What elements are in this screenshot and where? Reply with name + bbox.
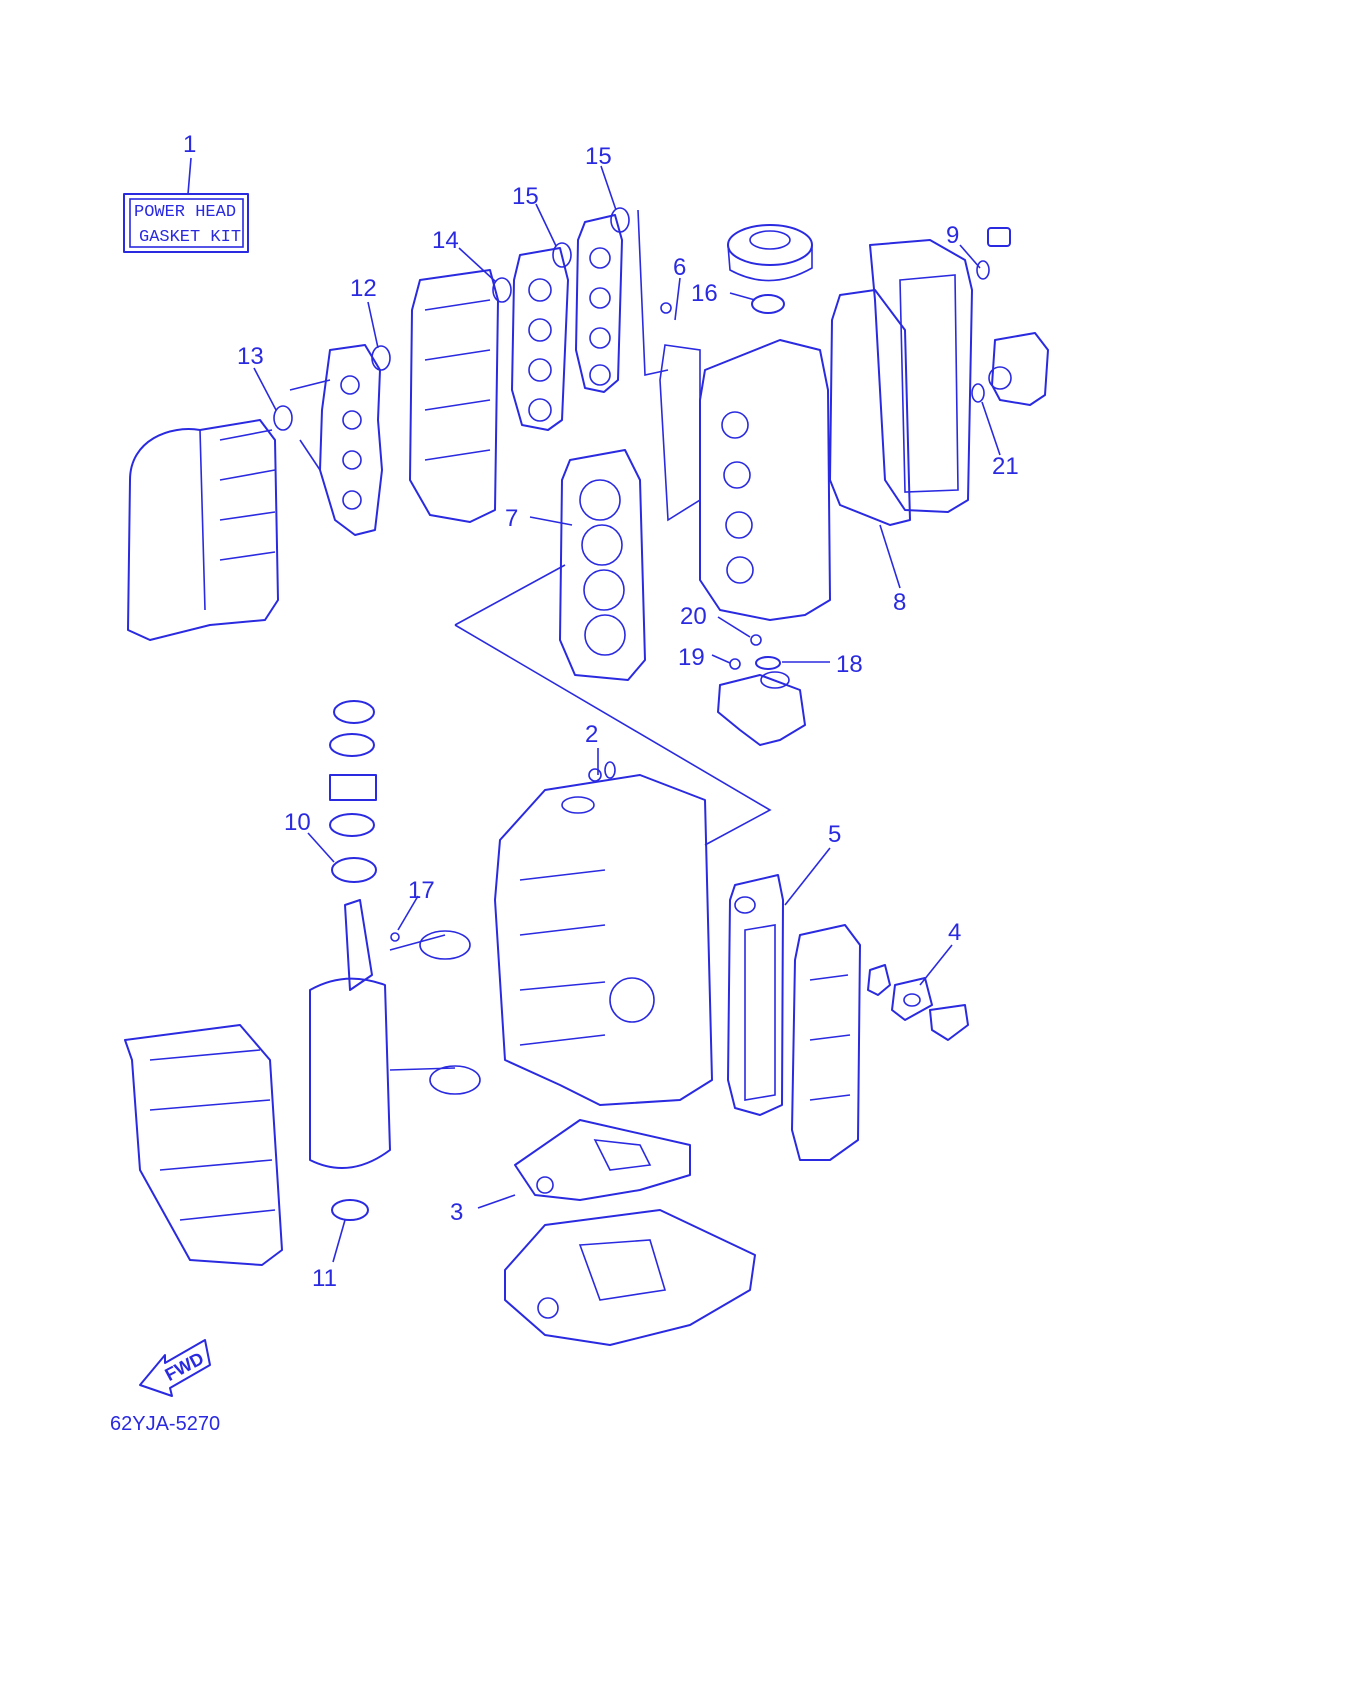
callout-6: 6 — [673, 254, 686, 281]
gasket-2 — [604, 761, 616, 779]
callout-12: 12 — [350, 275, 377, 302]
leader-lines — [253, 165, 1001, 1263]
key-17 — [390, 932, 400, 942]
plug-2 — [588, 768, 602, 782]
intake-manifold-plate — [289, 344, 383, 536]
cylinder-head — [659, 339, 831, 621]
cylinder-head-gasket — [559, 449, 646, 681]
callout-21: 21 — [992, 453, 1019, 480]
callout-9: 9 — [946, 222, 959, 249]
o-ring-13 — [273, 405, 293, 431]
head-cover-gasket — [829, 289, 911, 526]
callout-19: 19 — [678, 644, 705, 671]
callout-16: 16 — [691, 280, 718, 307]
callout-20: 20 — [680, 603, 707, 630]
o-ring-9 — [976, 260, 990, 280]
crankcase — [124, 1024, 283, 1266]
callout-13: 13 — [237, 343, 264, 370]
flywheel-gear — [727, 224, 813, 282]
o-ring-20 — [750, 634, 762, 646]
exhaust-gasket-1 — [511, 247, 569, 431]
callout-8: 8 — [893, 589, 906, 616]
callout-10: 10 — [284, 809, 311, 836]
exhaust-cover-gasket — [727, 874, 784, 1116]
callout-2: 2 — [585, 721, 598, 748]
exhaust-gasket-2 — [575, 214, 623, 393]
callout-4: 4 — [948, 919, 961, 946]
o-ring-18 — [755, 656, 781, 670]
crankshaft — [309, 899, 481, 1169]
o-ring-15a — [610, 207, 630, 233]
callout-15a: 15 — [512, 183, 539, 210]
thermostat-parts — [867, 964, 969, 1041]
o-ring-19 — [729, 658, 741, 670]
pump-housing — [717, 671, 806, 746]
kit-label-line2: GASKET KIT — [139, 228, 241, 247]
callout-7: 7 — [505, 505, 518, 532]
bolt-6 — [660, 302, 672, 314]
kit-label-line1: POWER HEAD — [134, 203, 236, 222]
thermostat-cover — [988, 332, 1049, 406]
cylinder-head-cover — [869, 239, 973, 513]
diagram-code: 62YJA-5270 — [110, 1413, 220, 1435]
gasket-kit-box: POWER HEAD GASKET KIT — [123, 157, 249, 253]
callout-5: 5 — [828, 821, 841, 848]
oil-seal-11 — [331, 1199, 369, 1221]
guide-line-15 — [637, 209, 669, 376]
o-ring-12 — [371, 345, 391, 371]
cylinder-block — [494, 774, 713, 1106]
callout-3: 3 — [450, 1199, 463, 1226]
bearing-stack — [329, 700, 377, 883]
exhaust-cover — [791, 924, 861, 1161]
reed-valve-block — [409, 269, 499, 523]
callout-17: 17 — [408, 877, 435, 904]
oil-seal-16 — [751, 294, 785, 314]
assembly-guide-lines — [454, 564, 772, 846]
o-ring-21 — [971, 383, 985, 403]
callout-14: 14 — [432, 227, 459, 254]
callout-18: 18 — [836, 651, 863, 678]
o-ring-15b — [552, 242, 572, 268]
callout-15b: 15 — [585, 143, 612, 170]
anode-9 — [987, 227, 1011, 247]
intake-silencer — [127, 419, 279, 641]
callout-11: 11 — [312, 1265, 337, 1292]
exhaust-guide — [504, 1209, 756, 1346]
forward-arrow-icon: FWD — [139, 1339, 211, 1397]
o-ring-14 — [492, 277, 512, 303]
lower-gasket — [514, 1119, 691, 1201]
callout-1: 1 — [183, 131, 196, 158]
